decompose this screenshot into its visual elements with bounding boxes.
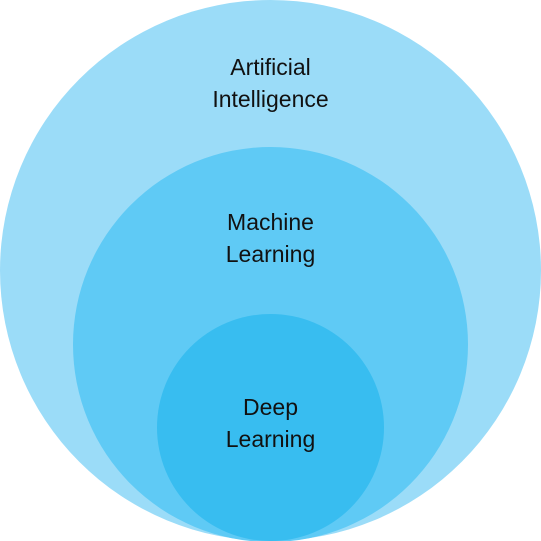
deep-learning-label-line2: Learning [225,426,316,452]
artificial-intelligence-label-line1: Artificial [230,54,311,80]
machine-learning-label-line2: Learning [225,241,316,267]
machine-learning-label: Machine Learning [226,206,316,270]
machine-learning-label-line1: Machine [227,209,314,235]
artificial-intelligence-label-line2: Intelligence [212,86,329,112]
deep-learning-label-line1: Deep [243,394,298,420]
deep-learning-circle [157,314,384,541]
deep-learning-label: Deep Learning [226,391,316,455]
artificial-intelligence-label: Artificial Intelligence [212,51,328,115]
